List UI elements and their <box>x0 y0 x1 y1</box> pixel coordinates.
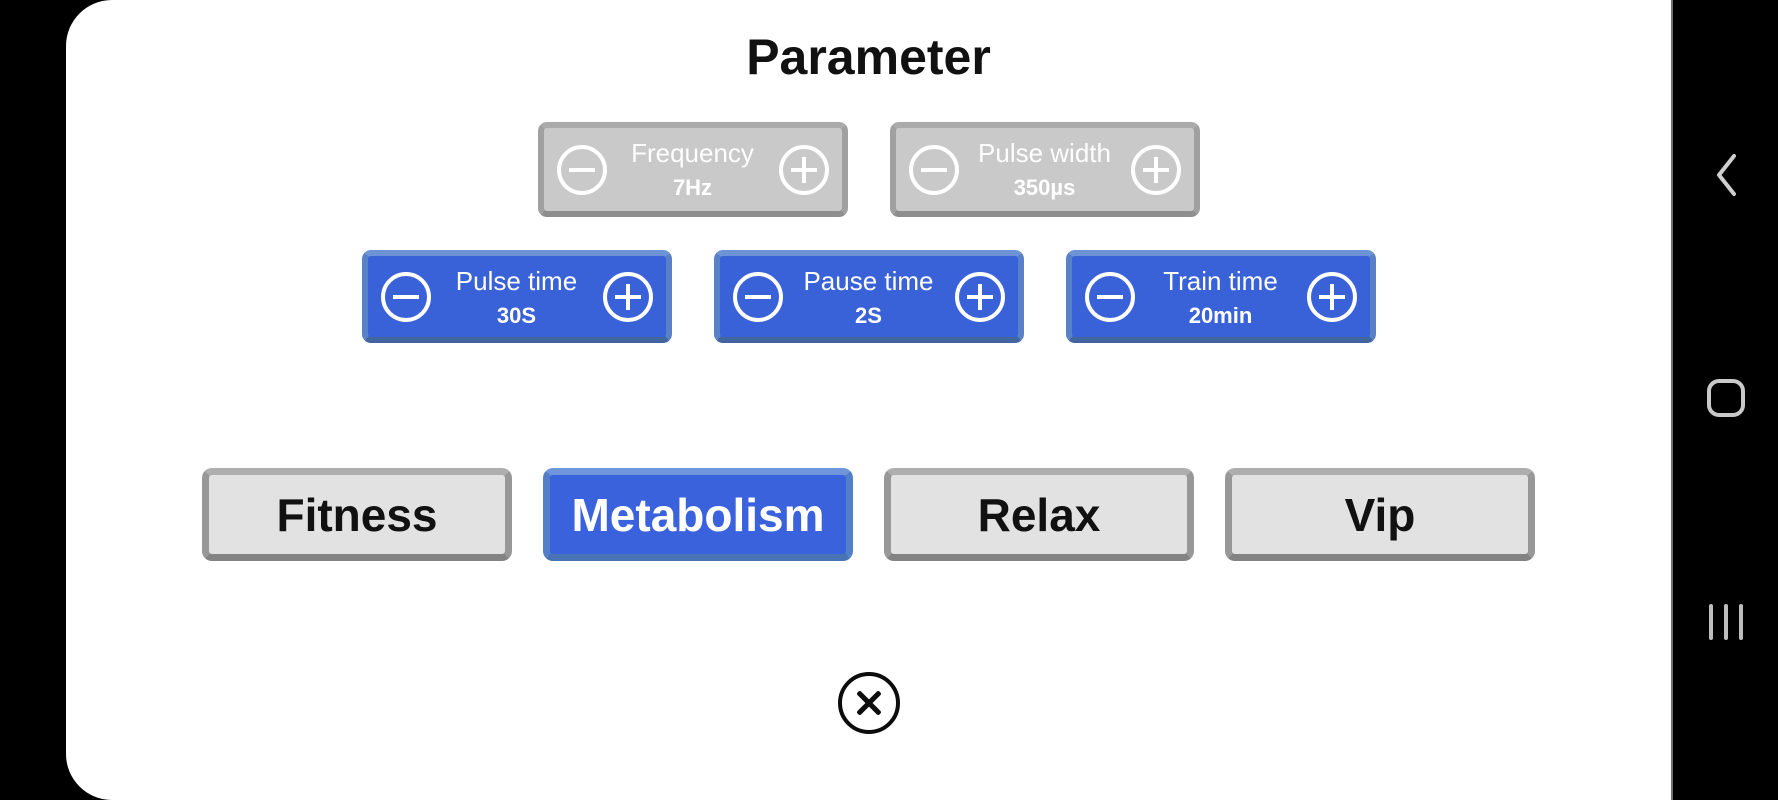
recents-icon[interactable] <box>1708 604 1743 640</box>
param-label: Pulse width <box>978 138 1111 168</box>
x-circle-icon[interactable] <box>837 672 900 734</box>
param-value: 2S <box>855 302 882 328</box>
plus-circle-icon[interactable] <box>1306 271 1357 322</box>
plus-circle-icon[interactable] <box>602 271 653 322</box>
parameter-row-2: Pulse time 30S Pause time 2S Train time … <box>66 250 1671 343</box>
mode-button-vip[interactable]: Vip <box>1225 468 1535 561</box>
home-icon[interactable] <box>1706 379 1745 417</box>
mode-button-fitness[interactable]: Fitness <box>202 468 512 561</box>
page-title: Parameter <box>746 29 991 85</box>
parameter-row-1: Frequency 7Hz Pulse width 350µs <box>66 122 1671 217</box>
train-time-stepper: Train time 20min <box>1065 250 1376 343</box>
minus-circle-icon[interactable] <box>1084 271 1135 322</box>
mode-button-metabolism[interactable]: Metabolism <box>543 468 853 561</box>
plus-circle-icon[interactable] <box>778 144 829 195</box>
app-screen: Parameter Frequency 7Hz Pulse width 350µ… <box>66 0 1671 800</box>
param-label: Train time <box>1163 266 1278 296</box>
param-value: 20min <box>1188 302 1253 328</box>
pulse-width-stepper: Pulse width 350µs <box>889 122 1200 217</box>
minus-circle-icon[interactable] <box>908 144 959 195</box>
param-label: Pause time <box>803 266 934 296</box>
plus-circle-icon[interactable] <box>954 271 1005 322</box>
minus-circle-icon[interactable] <box>556 144 607 195</box>
param-value: 30S <box>496 302 537 328</box>
minus-circle-icon[interactable] <box>380 271 431 322</box>
param-value: 7Hz <box>672 174 713 200</box>
android-nav-bar <box>1671 0 1778 800</box>
back-icon[interactable] <box>1712 151 1740 199</box>
mode-button-relax[interactable]: Relax <box>884 468 1194 561</box>
frequency-stepper: Frequency 7Hz <box>537 122 848 217</box>
param-label: Pulse time <box>455 266 578 296</box>
pulse-time-stepper: Pulse time 30S <box>361 250 672 343</box>
plus-circle-icon[interactable] <box>1130 144 1181 195</box>
param-value: 350µs <box>1013 174 1076 200</box>
mode-row: Fitness Metabolism Relax Vip <box>66 468 1671 561</box>
param-label: Frequency <box>631 138 754 168</box>
pause-time-stepper: Pause time 2S <box>713 250 1024 343</box>
minus-circle-icon[interactable] <box>732 271 783 322</box>
